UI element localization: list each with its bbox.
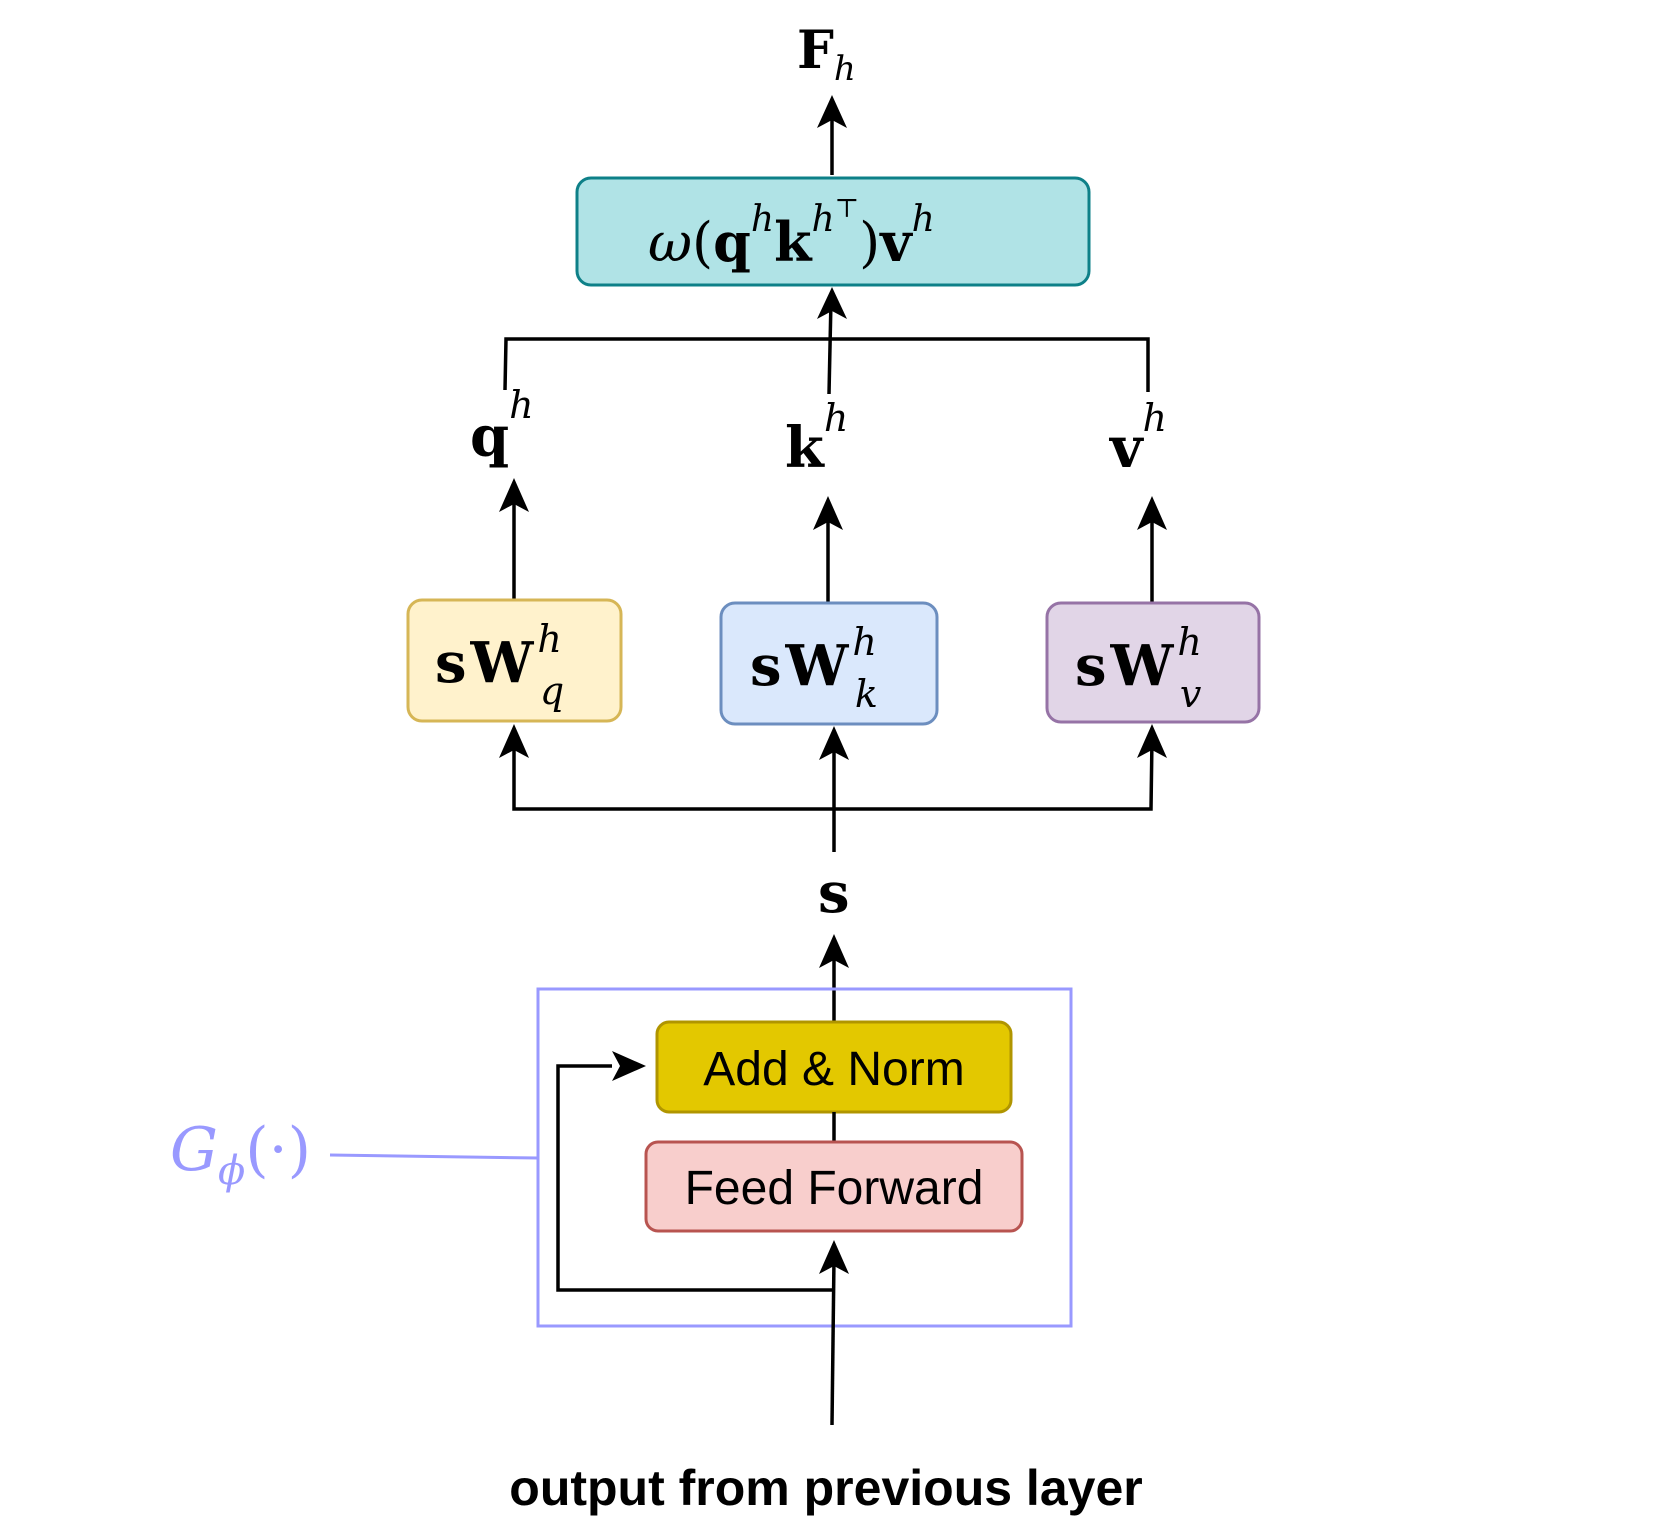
qkv-merge-bracket — [503, 337, 1150, 392]
arrowhead-s — [819, 934, 849, 968]
arrowhead-wv — [1137, 724, 1167, 758]
arrowhead-wq — [499, 724, 529, 758]
s-label: s — [818, 860, 850, 926]
arrow-input-to-ff — [830, 1257, 836, 1426]
v-h-label: vh — [1108, 396, 1167, 481]
g-phi-label: Gϕ(·) — [170, 1115, 311, 1194]
attention-box-border — [575, 176, 1091, 287]
q-h-label: qh — [470, 383, 534, 470]
arrowhead-attention — [817, 287, 847, 319]
input-label: output from previous layer — [509, 1460, 1142, 1516]
output-label-f-h: Fh — [797, 20, 856, 89]
feed-forward-box — [644, 1140, 1024, 1233]
g-phi-connector — [329, 1153, 539, 1160]
arrowhead-wk — [819, 726, 849, 760]
residual-connection — [556, 1064, 832, 1292]
projection-box-q — [406, 598, 623, 723]
projection-box-k — [719, 601, 939, 726]
k-h-label: kh — [785, 396, 848, 481]
add-norm-label: Add & Norm — [703, 1043, 964, 1096]
feed-forward-label: Feed Forward — [685, 1162, 984, 1215]
arrowhead-ff — [819, 1240, 849, 1274]
attention-formula: ω(qhkh⊤)vh — [648, 194, 935, 274]
arrowhead-residual — [612, 1051, 646, 1081]
projection-box-v — [1045, 601, 1261, 724]
arrowhead-output — [817, 95, 847, 128]
arrowhead-k — [813, 496, 843, 530]
arrow-k-to-attention — [827, 299, 833, 395]
arrowhead-q — [499, 478, 529, 512]
arrowhead-v — [1137, 496, 1167, 530]
attention-box — [577, 178, 1089, 285]
